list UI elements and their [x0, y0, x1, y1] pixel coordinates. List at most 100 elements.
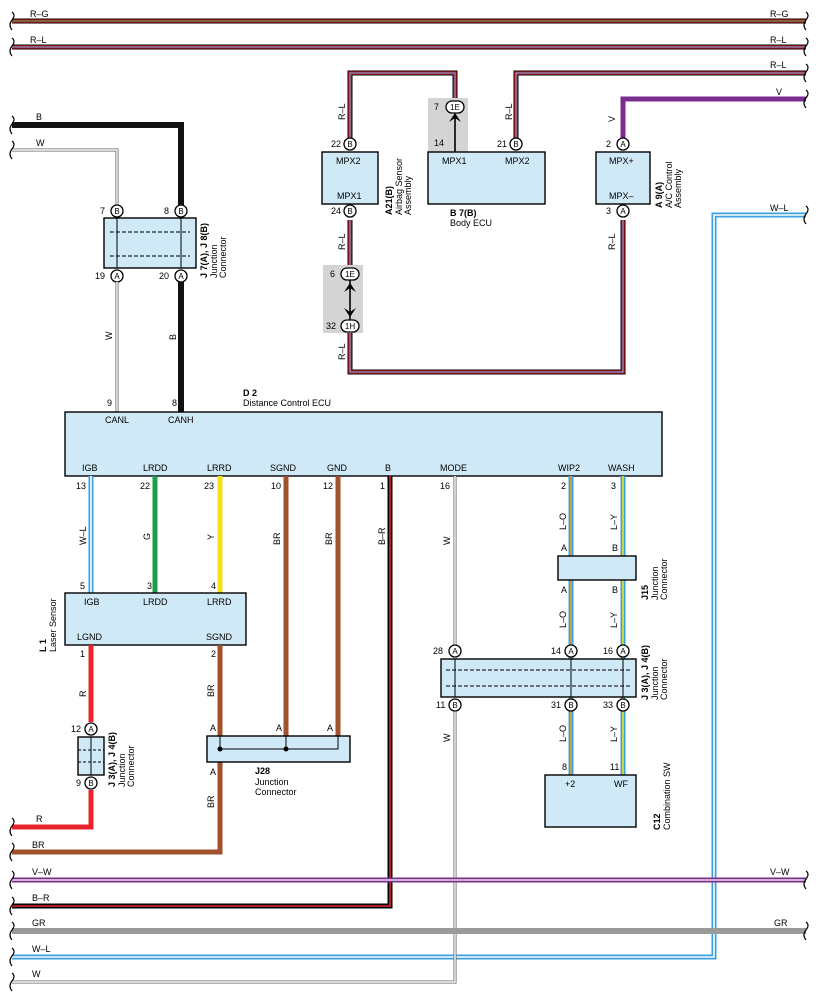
wire-label: V–W: [770, 867, 790, 877]
j28-name: Connector: [255, 787, 297, 797]
j3small-code: J 3(A), J 4(B): [107, 732, 117, 787]
pin-number: 22: [140, 481, 150, 491]
c12-term: WF: [614, 779, 628, 789]
d2-term: MODE: [440, 463, 467, 473]
pin-letter: B: [612, 543, 618, 553]
l1-code: L 1: [38, 639, 48, 652]
b7-code: B 7(B): [450, 208, 477, 218]
wire-l1-sgnd: [12, 645, 223, 855]
wire-w-can: [12, 148, 119, 205]
a21-name: Assembly: [403, 175, 413, 215]
wire-label: BR: [206, 684, 216, 697]
pin-number: 23: [204, 481, 214, 491]
j3small-name: Connector: [126, 745, 136, 787]
conn-label: 1H: [345, 322, 355, 331]
pin-number: 4: [211, 581, 216, 591]
wire-mode: [12, 476, 457, 984]
j15-code: J15: [640, 585, 650, 600]
j3small-name: Junction: [117, 753, 127, 787]
a9-term-mpxm: MPX–: [609, 191, 634, 201]
d2-term: SGND: [270, 463, 297, 473]
laser-sensor-box: [64, 592, 247, 646]
wire-label: R–L: [770, 35, 787, 45]
wire-label: B–R: [32, 893, 50, 903]
wire-label: R–L: [607, 233, 617, 250]
wire-label: L–O: [558, 513, 568, 530]
combination-switch-box: [544, 774, 637, 828]
j7-name: Junction: [209, 244, 219, 278]
pin-number: 33: [603, 700, 613, 710]
pin-letter: A: [178, 272, 184, 281]
b7-term-mpx1: MPX1: [442, 156, 467, 166]
pin-number: 8: [164, 206, 169, 216]
j7-name: Connector: [218, 236, 228, 278]
conn-label: 1E: [345, 270, 355, 279]
a9-term-mpxp: MPX+: [609, 156, 634, 166]
wire-label: R–L: [504, 103, 514, 120]
d2-term: WASH: [608, 463, 635, 473]
pin-number: 1: [80, 649, 85, 659]
wire-label: L–O: [558, 725, 568, 742]
d2-term: WIP2: [558, 463, 580, 473]
pin-letter: A: [452, 647, 458, 656]
pin-number: 11: [436, 700, 445, 710]
j3big-name: Connector: [659, 658, 669, 700]
pin-letter: A: [620, 647, 626, 656]
wire-label: R: [78, 690, 88, 697]
ac-control-box: [595, 151, 651, 205]
wire-label: R–L: [337, 103, 347, 120]
pin-letter: B: [452, 701, 457, 710]
j28-code: J28: [255, 766, 270, 776]
wire-label: V: [776, 87, 782, 97]
pin-number: 19: [95, 271, 105, 281]
wire-label: B: [36, 112, 42, 122]
pin-number: 14: [434, 138, 444, 148]
pin-number: 2: [211, 649, 216, 659]
pin-number: 16: [440, 481, 450, 491]
a9-name: A/C Control: [664, 161, 674, 208]
wire-label: L–O: [558, 611, 568, 628]
pin-number: 22: [331, 139, 341, 149]
pin-letter: B: [178, 207, 183, 216]
wire-b-can: [12, 122, 184, 205]
wire-label: BR: [32, 840, 45, 850]
pin-number: 32: [326, 321, 336, 331]
wire-label: Y: [206, 534, 216, 540]
wire-label: W: [442, 536, 452, 545]
pin-letter: A: [561, 585, 567, 595]
j3-big-junction-box: [440, 658, 637, 698]
wire-label: L–Y: [609, 726, 619, 742]
j7-junction-box: [103, 217, 197, 269]
wire-label: W: [442, 733, 452, 742]
wire-rl-airbag-loop: [347, 70, 626, 375]
pin-number: 12: [71, 724, 81, 734]
j7-code: J 7(A), J 8(B): [199, 223, 209, 278]
pin-number: 21: [497, 139, 507, 149]
l1-term: SGND: [206, 632, 233, 642]
pin-number: 2: [606, 139, 611, 149]
l1-term: LGND: [77, 632, 103, 642]
wire-label: B–R: [377, 527, 387, 545]
pin-letter: A: [276, 723, 282, 733]
d2-term: IGB: [82, 463, 98, 473]
break-marks: [9, 11, 809, 992]
wire-label: BR: [324, 532, 334, 545]
pin-letter: B: [612, 585, 618, 595]
c12-term: +2: [565, 779, 575, 789]
d2-term: B: [385, 463, 391, 473]
pin-letter: A: [620, 140, 626, 149]
wire-v-mpx: [620, 96, 806, 140]
wire-wl-right: [12, 212, 806, 960]
pin-letter: A: [88, 725, 94, 734]
pin-letter: A: [620, 207, 626, 216]
wire-label: L–Y: [609, 514, 619, 530]
wire-label: R: [36, 814, 43, 824]
pin-number: 8: [562, 762, 567, 772]
pin-letter: B: [620, 701, 625, 710]
l1-name: Laser Sensor: [48, 598, 58, 652]
pin-letter: A: [114, 272, 120, 281]
a21-code: A21(B): [384, 186, 394, 215]
body-ecu-box: [427, 151, 546, 205]
wire-label: W: [104, 331, 114, 340]
